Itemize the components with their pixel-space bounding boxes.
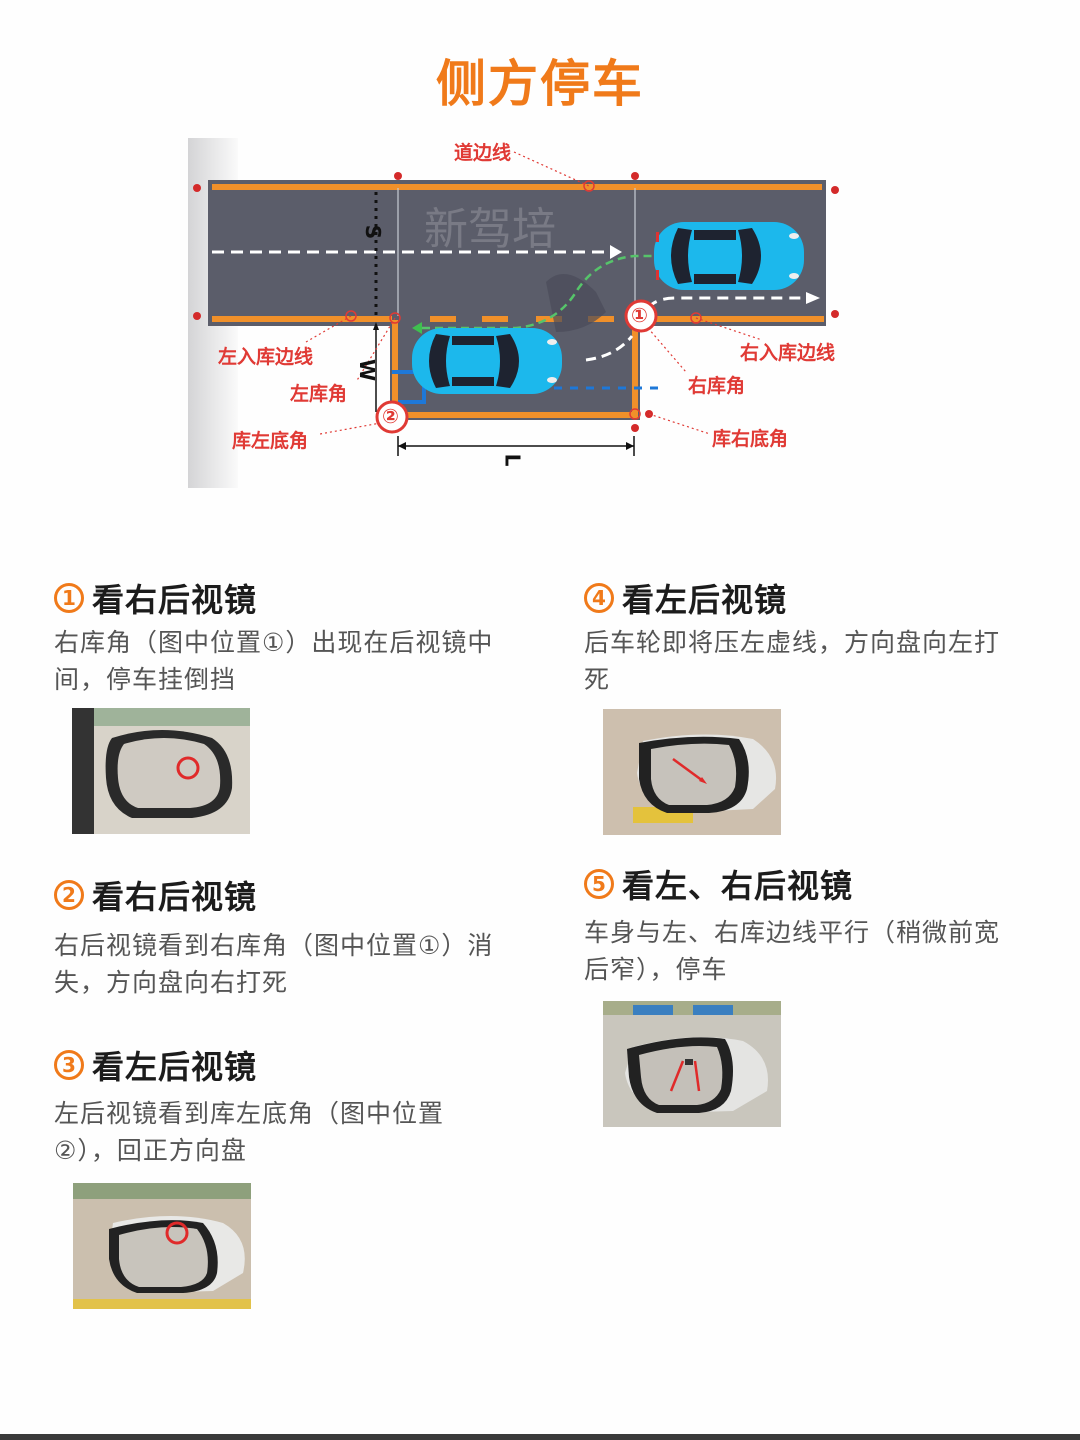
bottom-bar [0, 1434, 1080, 1440]
dimension-l: L [500, 453, 525, 467]
dimension-s: S [361, 224, 386, 240]
step-number-icon: 4 [584, 583, 614, 613]
step-description: 右库角（图中位置①）出现在后视镜中间，停车挂倒挡 [54, 628, 494, 694]
label-bottom-left-corner: 库左底角 [232, 430, 309, 452]
step-2: 2 看右后视镜 右后视镜看到右库角（图中位置①）消失，方向盘向右打死 [54, 875, 494, 1001]
dimension-w: W [355, 358, 380, 382]
left-mirror-photo-3 [73, 1183, 251, 1309]
step-description: 后车轮即将压左虚线，方向盘向左打死 [584, 628, 1001, 694]
step-description: 车身与左、右库边线平行（稍微前宽后窄），停车 [584, 918, 1001, 984]
step-number-icon: 2 [54, 880, 84, 910]
label-left-entry-line: 左入库边线 [218, 346, 314, 368]
step-number-icon: 5 [584, 869, 614, 899]
position-1-marker: ① [631, 303, 648, 327]
position-2-marker: ② [382, 404, 399, 428]
label-right-corner: 右库角 [688, 375, 746, 397]
step-description: 左后视镜看到库左底角（图中位置②），回正方向盘 [54, 1099, 445, 1165]
step-4: 4 看左后视镜 后车轮即将压左虚线，方向盘向左打死 [584, 578, 1024, 698]
step-title: 看右后视镜 [92, 878, 258, 916]
car-top-icon [654, 222, 804, 290]
step-title: 看左后视镜 [622, 581, 788, 619]
step-number-icon: 3 [54, 1050, 84, 1080]
car-bay-icon [412, 328, 562, 394]
parking-diagram: 新驾培 道边线 左入库边线 右入库边线 左库角 右库角 库左底角 库右底角 ① … [186, 132, 856, 492]
label-left-corner: 左库角 [290, 383, 348, 405]
left-mirror-photo-5 [603, 1001, 781, 1127]
svg-text:新驾培: 新驾培 [424, 204, 556, 255]
label-bottom-right-corner: 库右底角 [712, 428, 789, 450]
left-mirror-photo-4 [603, 709, 781, 835]
step-1: 1 看右后视镜 右库角（图中位置①）出现在后视镜中间，停车挂倒挡 [54, 578, 494, 698]
label-right-entry-line: 右入库边线 [740, 342, 836, 364]
page-title: 侧方停车 [436, 55, 644, 113]
right-mirror-photo-1 [72, 708, 250, 834]
step-number-icon: 1 [54, 583, 84, 613]
step-description: 右后视镜看到右库角（图中位置①）消失，方向盘向右打死 [54, 931, 494, 997]
parking-diagram-graphic: 新驾培 [188, 138, 839, 488]
step-3: 3 看左后视镜 左后视镜看到库左底角（图中位置②），回正方向盘 [54, 1045, 494, 1169]
label-road-edge-line: 道边线 [454, 142, 512, 164]
step-title: 看左后视镜 [92, 1048, 258, 1086]
step-5: 5 看左、右后视镜 车身与左、右库边线平行（稍微前宽后窄），停车 [584, 864, 1024, 988]
step-title: 看右后视镜 [92, 581, 258, 619]
step-title: 看左、右后视镜 [622, 867, 854, 905]
